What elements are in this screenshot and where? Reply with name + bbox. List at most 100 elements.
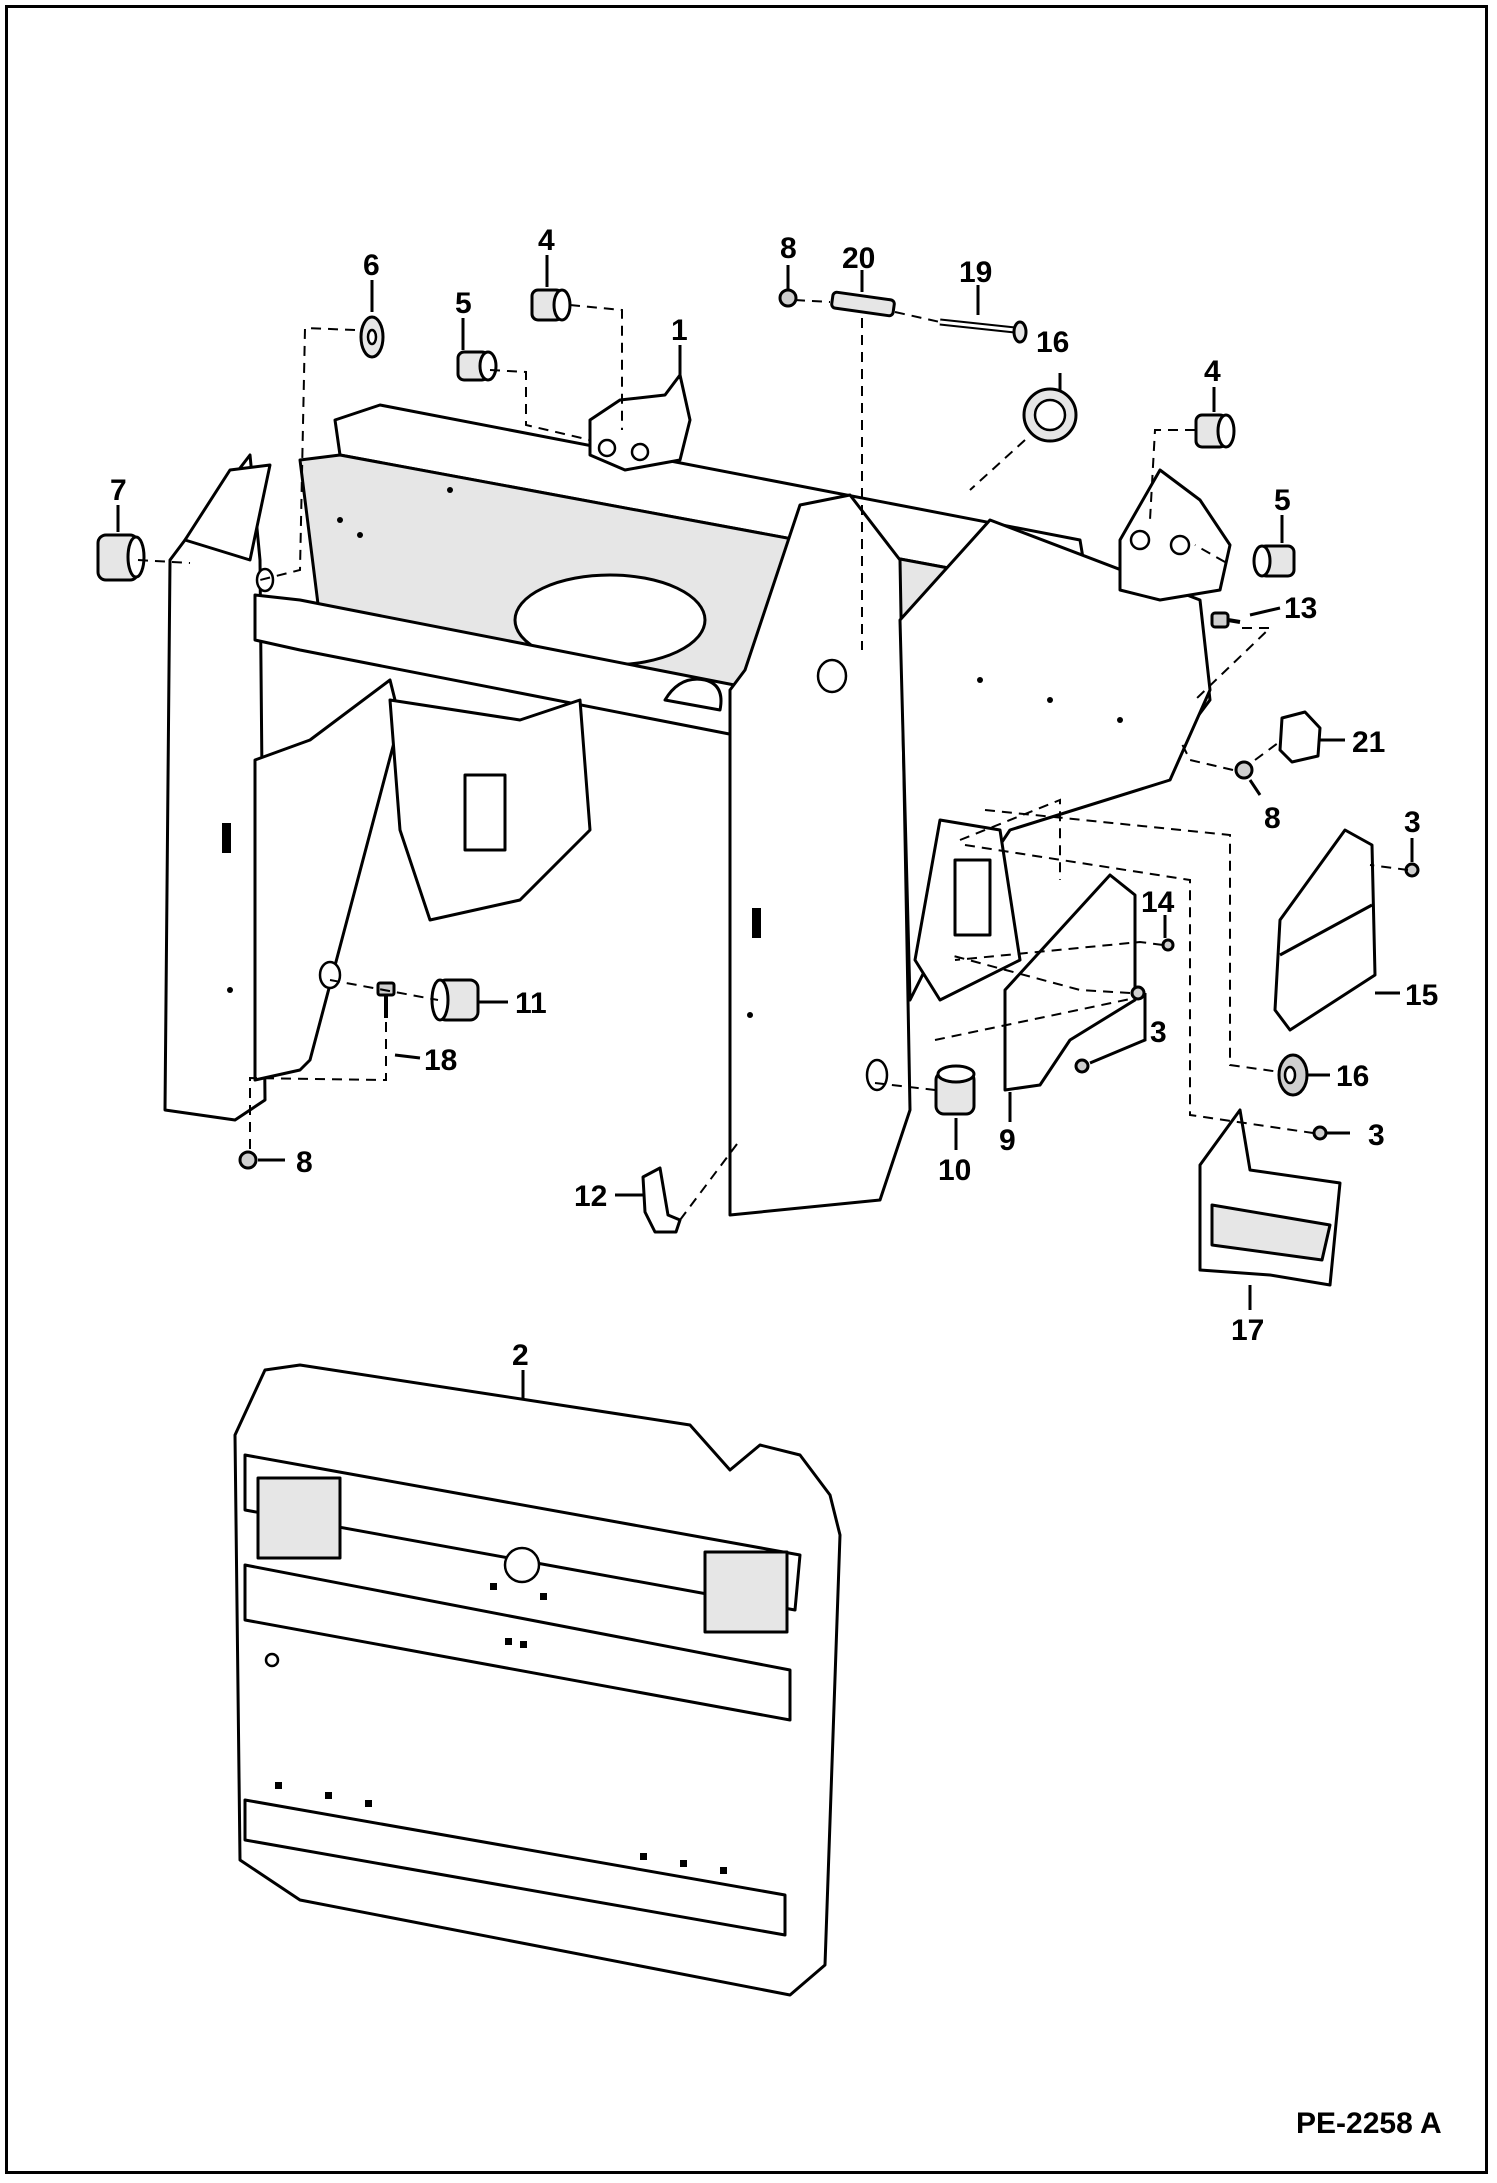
- callout-2: 2: [512, 1339, 529, 1372]
- callout-labels: 1 2 3 3 3 4 4 5 5 6 7 8 8 8 9 10 11 12 1…: [110, 224, 1438, 1372]
- rear-panel-hole: [540, 1593, 547, 1600]
- callout-16-top: 16: [1036, 326, 1069, 359]
- callout-3-top: 3: [1404, 806, 1421, 839]
- callout-12: 12: [574, 1180, 607, 1213]
- frame-hole: [977, 677, 983, 683]
- callout-9: 9: [999, 1124, 1016, 1157]
- frame-hole: [357, 532, 363, 538]
- frame-hole: [1117, 717, 1123, 723]
- right-mount-bracket: [1118, 468, 1232, 602]
- left-mount-hole: [597, 438, 617, 458]
- callout-20: 20: [842, 242, 875, 275]
- callout-3-middle: 3: [1150, 1016, 1167, 1049]
- callout-15: 15: [1405, 979, 1438, 1012]
- plate-part-9: [1003, 873, 1137, 1092]
- callout-3-lower: 3: [1368, 1119, 1385, 1152]
- callout-17: 17: [1231, 1314, 1264, 1347]
- assembly-lines: [137, 299, 1409, 1221]
- right-inner-window: [953, 858, 992, 937]
- shield-part-17: [1198, 1108, 1342, 1287]
- mount-part-10: [934, 1064, 976, 1116]
- nut-part-8-right: [1234, 760, 1254, 780]
- left-mount-hole-2: [630, 442, 650, 462]
- rear-panel-hole: [680, 1860, 687, 1867]
- right-mount-hole-2: [1169, 534, 1191, 556]
- rear-panel-hole: [325, 1792, 332, 1799]
- callout-8-top: 8: [780, 232, 797, 265]
- callout-5-right: 5: [1274, 484, 1291, 517]
- callout-16-lower: 16: [1336, 1060, 1369, 1093]
- left-upper-hole: [255, 567, 275, 593]
- callout-1: 1: [671, 314, 688, 347]
- frame-hole: [337, 517, 343, 523]
- front-beam-notch: [663, 677, 723, 712]
- frame-hole: [747, 1012, 753, 1018]
- bolt-part-19: [939, 318, 1028, 344]
- bushing-part-4-right: [1194, 413, 1236, 449]
- center-upright-lower-hole: [865, 1058, 889, 1092]
- callout-11: 11: [515, 987, 547, 1020]
- bearing-part-16-lower: [1277, 1053, 1309, 1097]
- rear-panel: [233, 1363, 842, 1997]
- pin-part-20: [830, 290, 896, 318]
- bolt-part-18: [376, 981, 396, 1018]
- rear-panel-band-upper: [243, 1453, 802, 1612]
- frame-hole: [447, 487, 453, 493]
- left-upright-slot: [222, 823, 231, 853]
- left-upright-top: [183, 463, 272, 562]
- callout-14: 14: [1141, 886, 1175, 919]
- nut-part-8-top: [778, 288, 798, 308]
- rear-panel-hole: [505, 1638, 512, 1645]
- callout-7: 7: [110, 474, 127, 507]
- bushing-part-5-right: [1252, 544, 1296, 578]
- callout-6: 6: [363, 249, 380, 282]
- center-upright: [728, 493, 912, 1217]
- left-lower-hole: [318, 960, 342, 990]
- cover-part-15: [1273, 828, 1377, 1032]
- callout-4-right: 4: [1204, 355, 1221, 388]
- center-upright-slot: [752, 908, 761, 938]
- mount-part-11: [430, 978, 480, 1022]
- leader-lines: [116, 255, 1414, 1398]
- nut-part-8-lower: [238, 1150, 258, 1170]
- center-upright-hole: [816, 658, 848, 694]
- callout-21: 21: [1352, 726, 1385, 759]
- left-side-plate: [253, 678, 402, 1082]
- bushing-part-7: [96, 533, 146, 582]
- rear-panel-window-left: [256, 1476, 342, 1560]
- callout-8-lower: 8: [296, 1146, 313, 1179]
- clip-part-12: [641, 1166, 682, 1234]
- bushing-part-4-left: [530, 288, 572, 322]
- rear-panel-hole: [640, 1853, 647, 1860]
- rear-panel-hole: [365, 1800, 372, 1807]
- rear-panel-hole: [490, 1583, 497, 1590]
- rear-panel-center-hole: [503, 1546, 541, 1584]
- figure-reference: PE-2258 A: [1296, 2107, 1442, 2140]
- callout-10: 10: [938, 1154, 971, 1187]
- main-frame: [163, 373, 1232, 1217]
- rear-panel-window-right: [703, 1550, 789, 1634]
- callout-19: 19: [959, 256, 992, 289]
- bushing-part-5-left: [456, 350, 498, 382]
- rear-panel-hole: [720, 1867, 727, 1874]
- bolt-part-14: [1161, 938, 1175, 952]
- bolt-part-3-lower: [1312, 1125, 1328, 1141]
- rear-panel-band-bottom: [243, 1798, 787, 1937]
- frame-hole: [1047, 697, 1053, 703]
- callout-8-right: 8: [1264, 802, 1281, 835]
- washer-part-6: [359, 315, 385, 359]
- rear-panel-hole: [520, 1641, 527, 1648]
- bearing-part-16-top: [1022, 387, 1078, 443]
- bolt-part-3-middle: [1074, 985, 1146, 1074]
- callout-5-left: 5: [455, 287, 472, 320]
- callout-18: 18: [424, 1044, 457, 1077]
- left-inner-window: [463, 773, 507, 852]
- rear-panel-hole: [275, 1782, 282, 1789]
- rear-panel-side-hole: [264, 1652, 280, 1668]
- callout-13: 13: [1284, 592, 1317, 625]
- rear-panel-band-lower: [243, 1563, 792, 1722]
- callout-4-left: 4: [538, 224, 555, 257]
- frame-hole: [227, 987, 233, 993]
- bolt-part-13: [1210, 611, 1241, 629]
